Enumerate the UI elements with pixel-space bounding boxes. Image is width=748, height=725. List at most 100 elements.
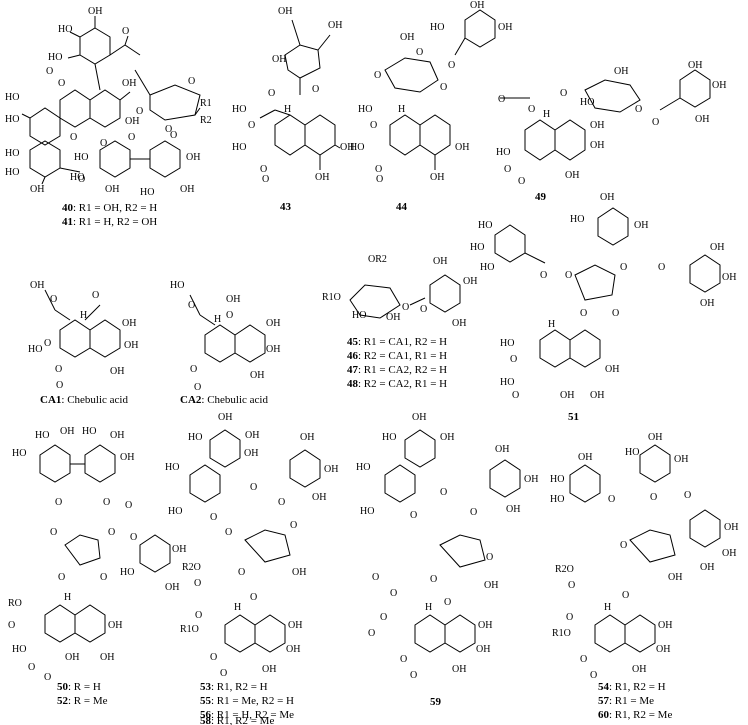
svg-text:OH: OH [30,184,44,195]
svg-text:OH: OH [498,22,512,33]
svg-text:OH: OH [452,318,466,329]
svg-text:O: O [165,124,172,135]
svg-text:O: O [78,174,85,185]
caption-55: 55: R1 = Me, R2 = H [200,695,294,707]
svg-text:HO: HO [5,114,19,125]
svg-text:OH: OH [165,582,179,593]
svg-text:O: O [188,300,195,311]
svg-text:O: O [312,84,319,95]
svg-text:HO: HO [500,338,514,349]
svg-text:OH: OH [286,644,300,655]
svg-text:O: O [128,132,135,143]
svg-text:R1: R1 [200,98,212,109]
svg-text:OH: OH [315,172,329,183]
svg-text:O: O [518,176,525,187]
svg-text:O: O [622,590,629,601]
svg-text:OH: OH [722,272,736,283]
svg-text:H: H [234,602,241,613]
svg-text:OH: OH [578,452,592,463]
svg-text:O: O [8,620,15,631]
svg-text:OH: OH [648,432,662,443]
svg-text:O: O [194,382,201,393]
svg-text:HO: HO [170,280,184,291]
svg-text:OH: OH [632,664,646,675]
svg-text:OH: OH [463,276,477,287]
svg-text:OH: OH [122,78,136,89]
svg-text:R1O: R1O [180,624,199,635]
caption-ca1: CA1: Chebulic acid [40,394,128,406]
structure-40-41: OH HO HO O O O OH OH HO HO O O HO HO OH … [5,6,212,228]
caption-47: 47: R1 = CA2, R2 = H [347,364,447,376]
svg-text:OH: OH [476,644,490,655]
svg-text:O: O [248,120,255,131]
svg-text:OH: OH [278,6,292,17]
svg-text:O: O [100,572,107,583]
caption-45: 45: R1 = CA1, R2 = H [347,336,447,348]
svg-text:HO: HO [165,462,179,473]
svg-text:O: O [220,668,227,679]
svg-text:O: O [122,26,129,37]
svg-text:O: O [372,572,379,583]
svg-text:H: H [80,310,87,321]
svg-text:OH: OH [262,664,276,675]
structure-54-60: HO HO OH O OH OH HO O OH OH OH O OH O R2… [550,432,738,721]
svg-text:OH: OH [124,340,138,351]
svg-text:HO: HO [188,432,202,443]
svg-text:O: O [250,482,257,493]
svg-text:OH: OH [656,644,670,655]
svg-text:H: H [64,592,71,603]
svg-text:O: O [188,76,195,87]
svg-text:OH: OH [272,54,286,65]
svg-text:OH: OH [218,412,232,423]
svg-text:OH: OH [700,562,714,573]
svg-text:OH: OH [312,492,326,503]
svg-text:OH: OH [560,390,574,401]
svg-text:O: O [374,70,381,81]
svg-text:R2: R2 [200,115,212,126]
svg-text:O: O [262,174,269,185]
caption-60: 60: R1, R2 = Me [598,709,672,721]
structure-49: OH OH OH O OH O HO O O O H HO O OH OH OH… [496,60,726,203]
caption-57: 57: R1 = Me [598,695,654,707]
svg-text:HO: HO [356,462,370,473]
svg-text:OH: OH [288,620,302,631]
svg-text:OH: OH [688,60,702,71]
caption-54: 54: R1, R2 = H [598,681,666,693]
svg-text:OH: OH [110,366,124,377]
svg-text:HO: HO [5,92,19,103]
svg-text:OH: OH [266,344,280,355]
svg-text:HO: HO [28,344,42,355]
svg-text:O: O [250,592,257,603]
svg-text:O: O [504,164,511,175]
caption-40: 40: R1 = OH, R2 = H [62,202,157,214]
svg-text:O: O [658,262,665,273]
svg-text:HO: HO [140,187,154,198]
svg-text:OH: OH [180,184,194,195]
svg-text:O: O [194,578,201,589]
svg-text:OH: OH [455,142,469,153]
svg-text:OH: OH [250,370,264,381]
svg-text:O: O [380,612,387,623]
svg-text:OH: OH [722,548,736,559]
svg-text:OH: OH [695,114,709,125]
svg-text:OH: OH [658,620,672,631]
svg-text:O: O [440,82,447,93]
svg-text:HO: HO [48,52,62,63]
svg-text:OH: OH [110,430,124,441]
svg-text:O: O [70,132,77,143]
svg-text:HO: HO [352,310,366,321]
svg-text:OH: OH [108,620,122,631]
svg-text:HO: HO [358,104,372,115]
caption-ca2: CA2: Chebulic acid [180,394,268,406]
svg-text:OH: OH [506,504,520,515]
structure-ca1: OH O O H OH OH OH HO O O O CA1: Chebulic… [28,280,138,406]
svg-text:O: O [528,104,535,115]
svg-text:OH: OH [122,318,136,329]
svg-text:O: O [410,510,417,521]
svg-text:HO: HO [70,172,84,183]
svg-text:OH: OH [452,664,466,675]
svg-text:OH: OH [524,474,538,485]
svg-text:OH: OH [590,390,604,401]
svg-text:O: O [278,497,285,508]
